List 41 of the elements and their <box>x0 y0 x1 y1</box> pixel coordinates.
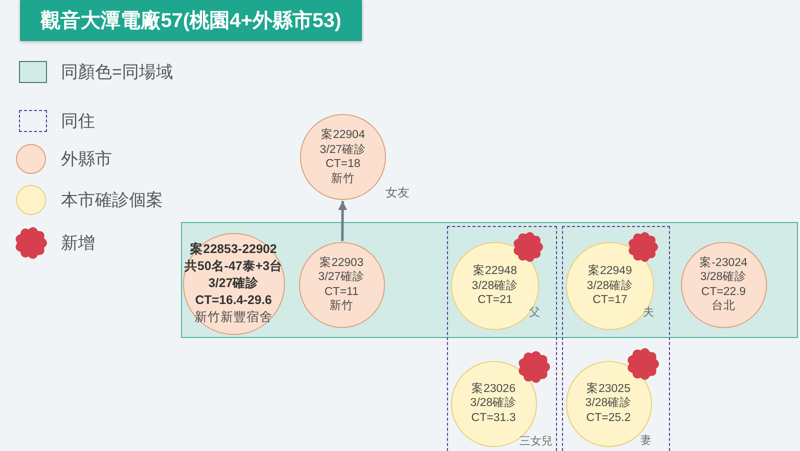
title-banner: 觀音大潭電廠57(桃園4+外縣市53) <box>20 0 362 41</box>
case-text: 3/27確診 <box>208 275 259 292</box>
relation-label: 三女兒 <box>520 436 552 448</box>
legend-label: 外縣市 <box>61 148 112 170</box>
case-text: 案22948 <box>473 264 517 279</box>
case-text: 新竹 <box>330 299 354 314</box>
case-text: CT=18 <box>326 157 360 172</box>
case-text: 3/27確診 <box>318 270 365 284</box>
case-text: 3/27確診 <box>320 142 366 157</box>
case-text: CT=22.9 <box>701 284 746 299</box>
case-text: 3/28確診 <box>470 396 517 411</box>
case-text: 共50名-47泰+3台 <box>184 258 283 275</box>
case-text: 3/28確診 <box>700 270 747 284</box>
case-text: CT=17 <box>592 293 628 308</box>
legend-label: 本市確診個案 <box>61 190 163 212</box>
case-text: 3/28確診 <box>472 278 518 294</box>
relation-label: 父 <box>529 306 540 319</box>
case-text: 案22853-22902 <box>190 241 277 258</box>
case-text: 案22904 <box>321 128 365 142</box>
case-text: 案23025 <box>586 382 630 396</box>
case-text: 案22903 <box>320 256 364 270</box>
relation-label: 妻 <box>640 434 652 448</box>
case-text: 台北 <box>712 299 736 314</box>
relation-label: 女友 <box>386 186 410 199</box>
case-text: CT=16.4-29.6 <box>195 292 272 309</box>
legend-label: 新增 <box>61 232 95 254</box>
case-text: 案-23024 <box>700 256 748 270</box>
case-text: 案23026 <box>472 382 516 396</box>
legend-label: 同顏色=同場域 <box>61 62 173 84</box>
case-text: CT=21 <box>478 293 512 308</box>
case-text: CT=25.2 <box>586 410 631 426</box>
case-text: 新竹 <box>331 172 355 186</box>
arrow <box>338 201 348 241</box>
legend-label: 同住 <box>61 110 95 132</box>
case-text: CT=11 <box>324 284 358 299</box>
case-text: 新竹新豐宿舍 <box>194 309 272 326</box>
case-text: 3/28確診 <box>585 396 632 411</box>
case-text: CT=31.3 <box>471 410 516 426</box>
case-text: 3/28確診 <box>586 278 634 294</box>
relation-label: 夫 <box>643 306 654 319</box>
case-text: 案22949 <box>588 264 632 279</box>
